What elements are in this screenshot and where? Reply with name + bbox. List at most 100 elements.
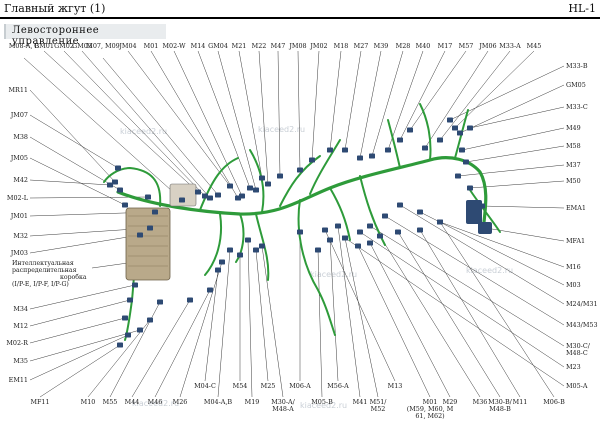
label-gm02: GM02 [54, 42, 74, 50]
label-m21: M21 [232, 42, 247, 50]
leader-m29 [369, 242, 451, 398]
label-jm02: JM02 [309, 42, 327, 50]
leader-m41 [337, 225, 361, 398]
connector-block-14 [297, 167, 303, 173]
connector-block-30 [107, 182, 113, 188]
label-em11: EM11 [9, 376, 28, 384]
connector-block-27 [115, 165, 121, 171]
connector-block-41 [457, 130, 463, 136]
label-m35: M35 [13, 357, 28, 365]
leader-m37 [457, 164, 565, 177]
leader-m05-a [344, 237, 565, 387]
label-m19: M19 [245, 398, 260, 406]
connector-block-29 [122, 202, 128, 208]
label-mr11: MR11 [9, 86, 29, 94]
connector-block-52 [382, 213, 388, 219]
label-m30-c-m48-c: M30-C/M48-C [566, 342, 591, 357]
connector-block-6 [227, 183, 233, 189]
leader-jm04 [127, 50, 231, 187]
page-title: Главный жгут (1) [4, 2, 106, 15]
connector-block-73 [322, 227, 328, 233]
leader-mf11 [39, 344, 121, 398]
leader-m51-m52 [344, 237, 379, 398]
watermark-layer: kiaceed2.ru kiaceed2.ru kiaceed2.ru kiaceed… [120, 125, 513, 410]
connector-block-51 [397, 202, 403, 208]
connector-block-31 [145, 194, 151, 200]
connector-block-72 [342, 235, 348, 241]
leader-gm03 [81, 50, 211, 199]
connector-block-37 [122, 315, 128, 321]
subtitle-banner: Левостороннее управление [4, 24, 166, 47]
connector-block-61 [219, 259, 225, 265]
connector-block-2 [195, 189, 201, 195]
harness-branch-10 [103, 166, 162, 207]
connector-block-53 [367, 223, 373, 229]
leader-m39 [359, 50, 382, 159]
leader-m33-a [439, 50, 511, 141]
label-m18: M18 [334, 42, 349, 50]
label-m25: M25 [261, 382, 276, 390]
leader-m24-m31 [399, 204, 565, 305]
connector-block-34 [137, 232, 143, 238]
label-m51-m52: M51/M52 [370, 398, 388, 413]
connector-block-43 [459, 147, 465, 153]
connector-layer [107, 117, 492, 348]
watermark-3: kiaceed2.ru [310, 270, 357, 279]
leader-mr11 [29, 89, 116, 183]
connector-block-11 [259, 175, 265, 181]
leader-m21 [238, 50, 263, 179]
label-m57: M57 [459, 42, 474, 50]
connector-block-65 [237, 252, 243, 258]
connector-block-71 [335, 223, 341, 229]
label-jm08: JM08 [288, 42, 306, 50]
connector-block-76 [377, 233, 383, 239]
leader-m30-a-m48-a [261, 245, 284, 398]
label-m33-b: M33-B [566, 62, 588, 70]
connector-block-57 [147, 317, 153, 323]
label-gm03: GM03 [72, 42, 92, 50]
leader-m05-b [317, 249, 323, 398]
leader-m03 [419, 211, 565, 286]
watermark-6: kiaceed2.ru [300, 401, 347, 410]
leader-m27 [344, 50, 362, 151]
leader-m55 [109, 301, 161, 398]
label-m26: M26 [173, 398, 188, 406]
label-m39: M39 [374, 42, 389, 50]
label-m30-a-m48-a: M30-A/M48-A [271, 398, 295, 413]
label-m06-b: M06-B [543, 398, 565, 406]
label-m33-c: M33-C [566, 103, 588, 111]
header-divider [0, 17, 600, 19]
label-m17: M17 [438, 42, 453, 50]
harness-branch-6 [419, 103, 432, 161]
leader-m57 [409, 50, 467, 131]
leader-m16 [439, 221, 565, 268]
watermark-1: kiaceed2.ru [120, 127, 167, 136]
watermark-2: kiaceed2.ru [258, 125, 305, 134]
leader-m30-b-m48-b [397, 231, 501, 398]
leader-m49 [461, 127, 565, 151]
leader-jm08 [297, 50, 301, 171]
leader-m14 [197, 50, 251, 189]
label-m36: M36 [473, 398, 488, 406]
label-m54: M54 [233, 382, 248, 390]
connector-block-33 [147, 225, 153, 231]
label-m22: M22 [252, 42, 267, 50]
connector-block-59 [187, 297, 193, 303]
label-m07-m09: M07, M09 [86, 42, 119, 50]
leader-m17 [399, 50, 446, 141]
leader-gm05 [459, 84, 565, 134]
label-jm05: JM05 [10, 154, 28, 162]
harness-branch-17 [469, 189, 501, 233]
label-m04-a-b: M04-A,B [204, 398, 232, 406]
leader-m08-a-b [23, 57, 183, 201]
leader-ema1 [481, 205, 565, 209]
label-m45: M45 [527, 42, 542, 50]
leader-m43-m53 [384, 215, 565, 326]
leader-m23 [359, 231, 565, 368]
harness-branch-14 [309, 139, 341, 195]
ema1-module [466, 200, 482, 224]
leader-m56-a [329, 239, 339, 382]
